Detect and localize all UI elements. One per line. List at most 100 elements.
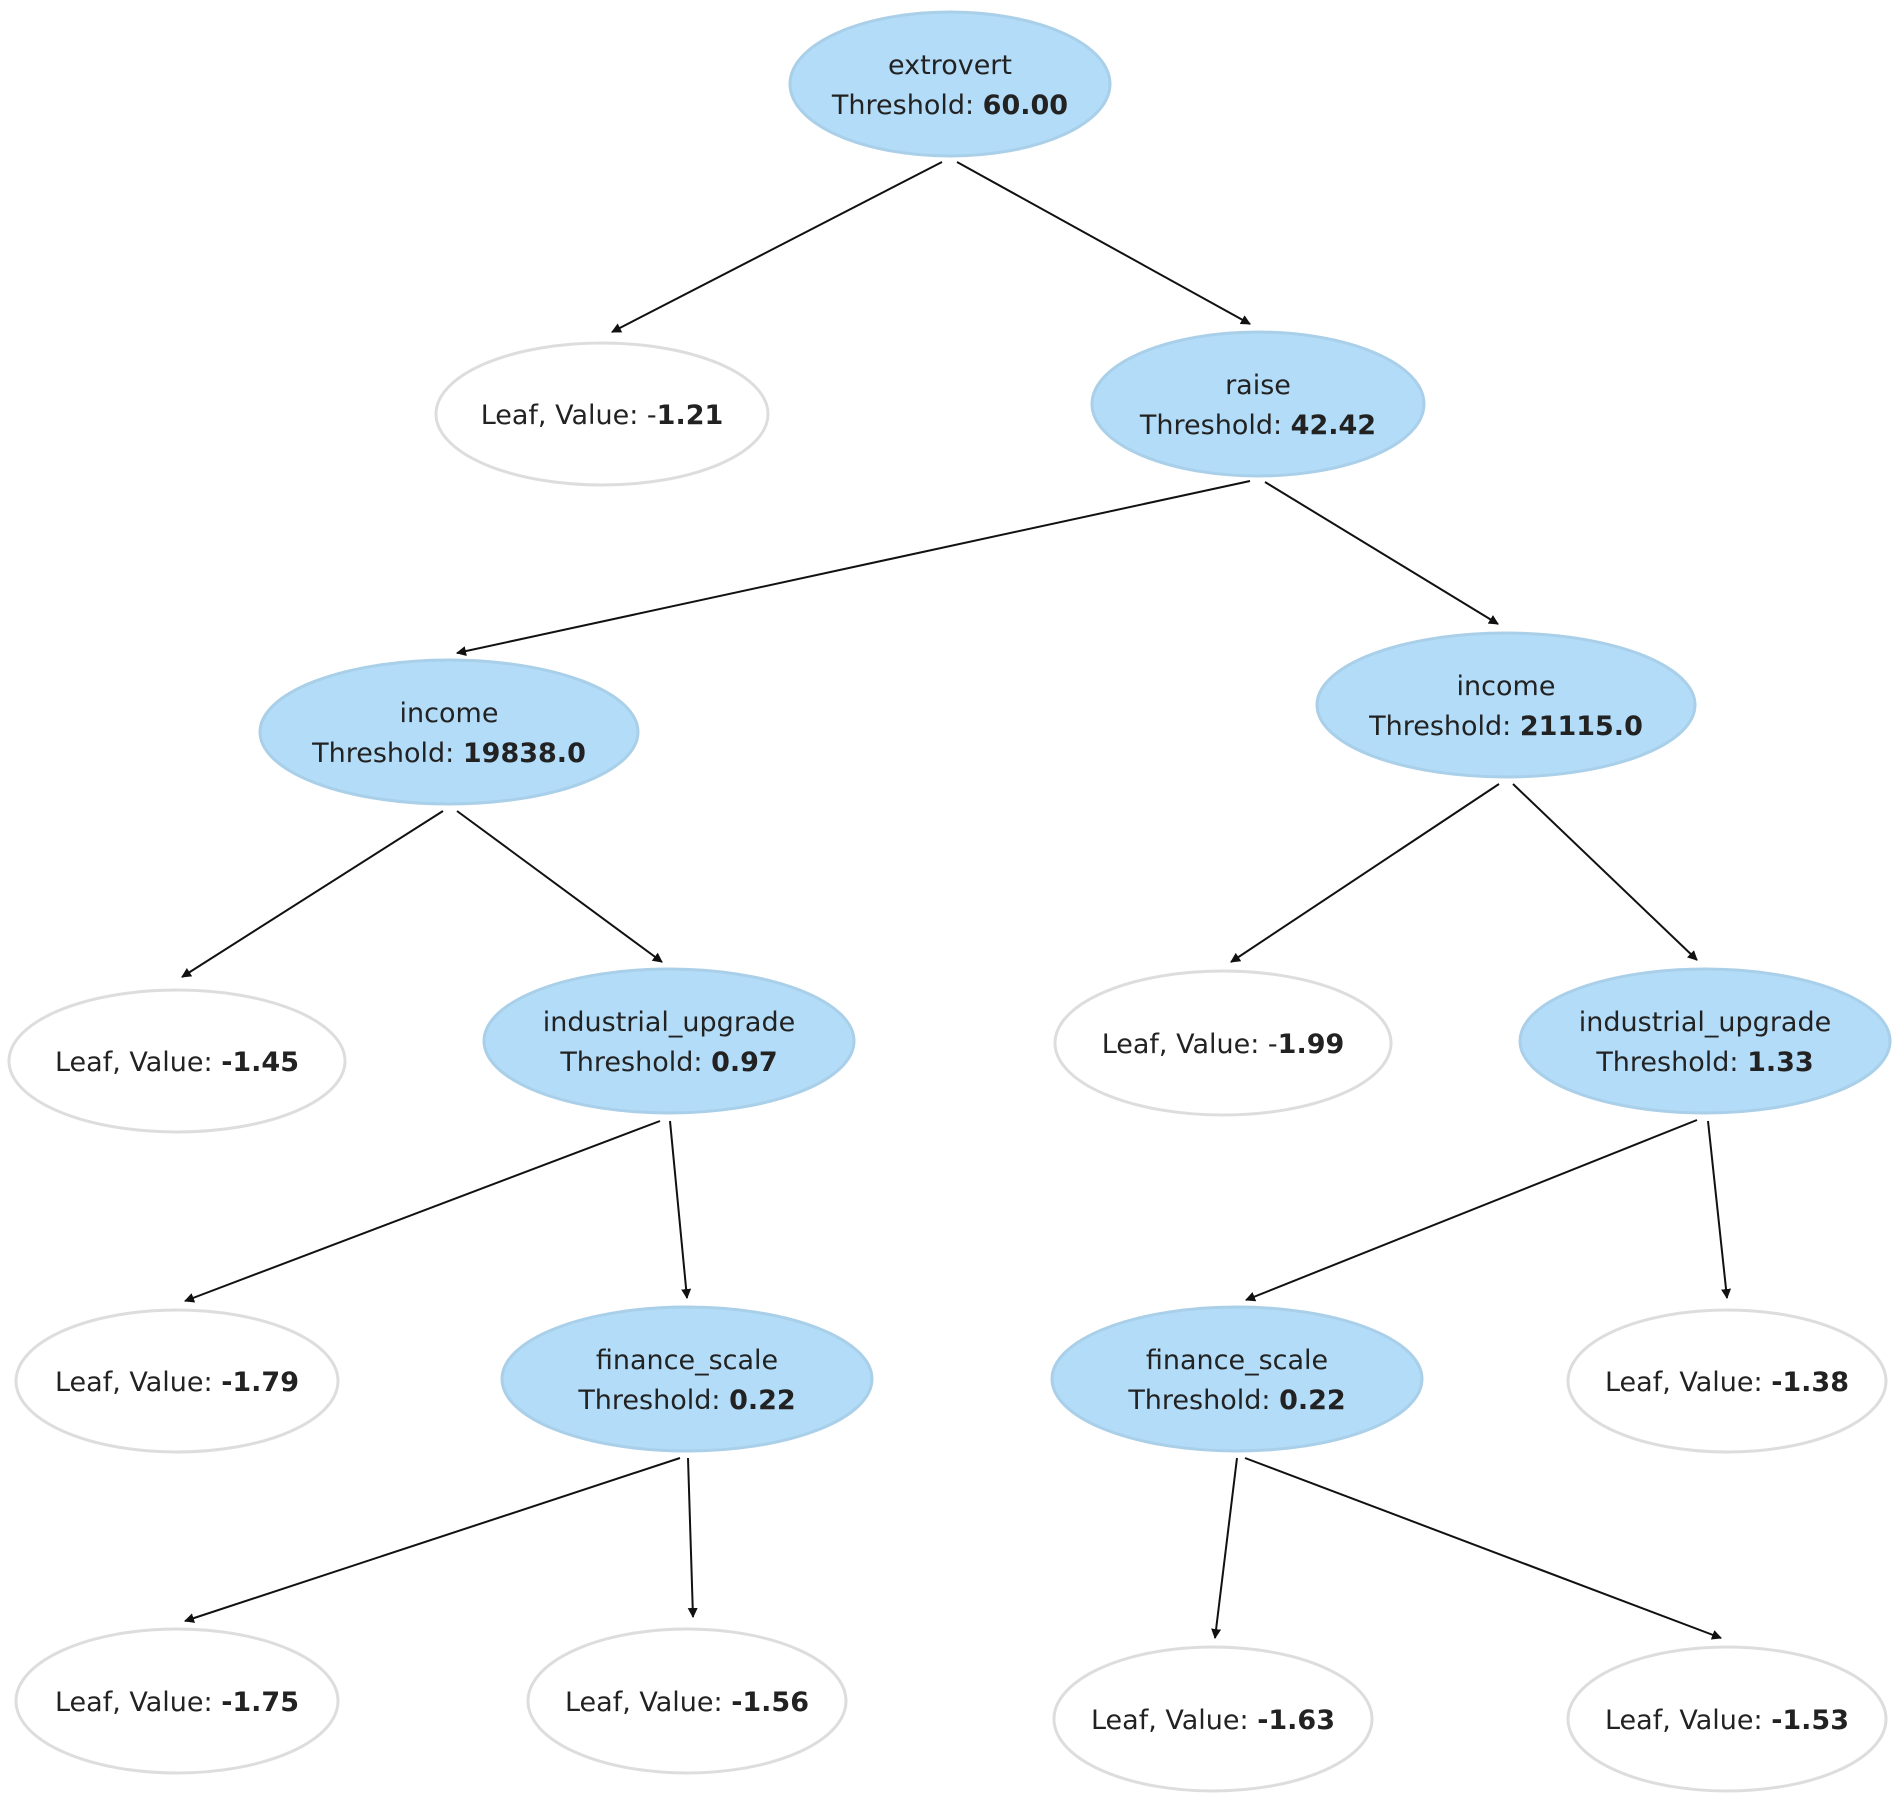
edge-n2-n4	[1264, 481, 1499, 625]
threshold-value: 0.97	[711, 1047, 778, 1078]
leaf-node-shape	[7, 988, 347, 1134]
threshold-label: Threshold:	[559, 1047, 711, 1078]
leaf-value: -1.45	[221, 1047, 299, 1078]
edge-n3-n5	[181, 810, 444, 978]
split-node-shape	[482, 967, 856, 1115]
leaf-label: Leaf, Value:	[1605, 1705, 1771, 1736]
leaf-value-line: Leaf, Value: -1.45	[55, 1047, 299, 1078]
edge-n11-n16	[1244, 1457, 1722, 1640]
leaf-node-shape	[1566, 1308, 1888, 1454]
leaf-node-shape	[1053, 969, 1393, 1117]
leaf-node-n14: Leaf, Value: -1.56	[526, 1627, 848, 1775]
threshold-label: Threshold:	[1368, 711, 1520, 742]
leaf-value: -1.53	[1771, 1705, 1849, 1736]
edge-n8-n12	[1707, 1120, 1732, 1299]
leaf-value: -1.56	[731, 1687, 809, 1718]
threshold-value: 0.22	[729, 1385, 796, 1416]
split-node-shape	[1315, 631, 1697, 779]
leaf-node-n9: Leaf, Value: -1.79	[14, 1308, 340, 1454]
leaf-value: -1.75	[221, 1687, 299, 1718]
threshold-value: 60.00	[983, 90, 1068, 121]
leaf-node-shape	[1566, 1645, 1888, 1793]
threshold-value: 42.42	[1291, 410, 1376, 441]
leaf-value: 1.99	[1278, 1029, 1345, 1060]
leaf-value-line: Leaf, Value: -1.53	[1605, 1705, 1849, 1736]
node-feature-label: industrial_upgrade	[1579, 1007, 1831, 1038]
leaf-value-line: Leaf, Value: -1.99	[1102, 1029, 1345, 1060]
leaf-node-shape	[14, 1308, 340, 1454]
edge-n3-n6	[456, 810, 663, 963]
edge-n10-n13	[184, 1457, 681, 1623]
node-threshold-line: Threshold: 1.33	[1595, 1047, 1813, 1078]
leaf-value-line: Leaf, Value: -1.21	[481, 400, 724, 431]
threshold-value: 19838.0	[463, 738, 586, 769]
leaf-value: -1.38	[1771, 1367, 1849, 1398]
edge-n11-n15	[1211, 1457, 1238, 1639]
edge-n0-n1	[611, 161, 943, 333]
leaf-value-line: Leaf, Value: -1.38	[1605, 1367, 1849, 1398]
leaf-node-shape	[434, 341, 770, 487]
edge-n4-n8	[1512, 783, 1698, 961]
threshold-label: Threshold:	[1595, 1047, 1747, 1078]
node-threshold-line: Threshold: 19838.0	[311, 738, 586, 769]
leaf-value-line: Leaf, Value: -1.79	[55, 1367, 299, 1398]
node-threshold-line: Threshold: 21115.0	[1368, 711, 1643, 742]
edge-n6-n10	[669, 1120, 692, 1299]
leaf-label: Leaf, Value: -	[1102, 1029, 1278, 1060]
leaf-value-line: Leaf, Value: -1.56	[565, 1687, 809, 1718]
split-node-shape	[1050, 1305, 1424, 1453]
edge-n0-n2	[956, 161, 1251, 325]
leaf-label: Leaf, Value:	[1091, 1705, 1257, 1736]
threshold-label: Threshold:	[1139, 410, 1291, 441]
leaf-node-n15: Leaf, Value: -1.63	[1052, 1645, 1374, 1793]
node-feature-label: extrovert	[888, 50, 1012, 81]
node-threshold-line: Threshold: 0.22	[577, 1385, 795, 1416]
node-feature-label: income	[1457, 671, 1556, 702]
node-threshold-line: Threshold: 42.42	[1139, 410, 1376, 441]
threshold-label: Threshold:	[311, 738, 463, 769]
leaf-value: -1.63	[1257, 1705, 1335, 1736]
node-threshold-line: Threshold: 0.22	[1127, 1385, 1345, 1416]
edge-n4-n7	[1230, 783, 1500, 963]
leaf-node-n12: Leaf, Value: -1.38	[1566, 1308, 1888, 1454]
leaf-node-n1: Leaf, Value: -1.21	[434, 341, 770, 487]
leaf-label: Leaf, Value: -	[481, 400, 657, 431]
edge-n6-n9	[184, 1120, 661, 1303]
leaf-node-n5: Leaf, Value: -1.45	[7, 988, 347, 1134]
leaf-label: Leaf, Value:	[55, 1367, 221, 1398]
leaf-node-n13: Leaf, Value: -1.75	[14, 1627, 340, 1775]
leaf-label: Leaf, Value:	[55, 1047, 221, 1078]
leaf-label: Leaf, Value:	[55, 1687, 221, 1718]
node-feature-label: finance_scale	[596, 1345, 778, 1376]
leaf-value-line: Leaf, Value: -1.75	[55, 1687, 299, 1718]
threshold-value: 0.22	[1279, 1385, 1346, 1416]
threshold-label: Threshold:	[577, 1385, 729, 1416]
split-node-shape	[1090, 330, 1426, 478]
split-node-shape	[500, 1305, 874, 1453]
leaf-node-shape	[1052, 1645, 1374, 1793]
leaf-value: -1.79	[221, 1367, 299, 1398]
leaf-node-n16: Leaf, Value: -1.53	[1566, 1645, 1888, 1793]
edge-n2-n3	[456, 480, 1251, 656]
edge-n10-n14	[687, 1457, 698, 1618]
leaf-label: Leaf, Value:	[1605, 1367, 1771, 1398]
leaf-label: Leaf, Value:	[565, 1687, 731, 1718]
threshold-value: 21115.0	[1520, 711, 1643, 742]
threshold-value: 1.33	[1747, 1047, 1814, 1078]
split-node-shape	[1518, 967, 1892, 1115]
split-node-shape	[788, 10, 1112, 158]
node-threshold-line: Threshold: 60.00	[831, 90, 1068, 121]
split-node-shape	[258, 658, 640, 806]
node-feature-label: raise	[1225, 370, 1291, 401]
node-threshold-line: Threshold: 0.97	[559, 1047, 777, 1078]
